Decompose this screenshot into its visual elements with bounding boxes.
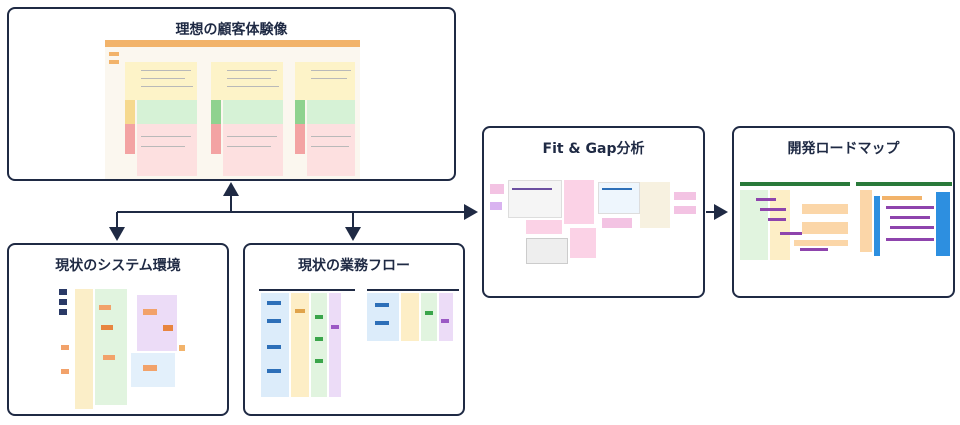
fit-gap-thumbnail [490, 180, 700, 270]
ideal-cx-title: 理想の顧客体験像 [175, 22, 288, 38]
ideal-cx-card[interactable]: 理想の顧客体験像 [7, 7, 456, 181]
ideal-cx-thumbnail [105, 40, 360, 179]
roadmap-thumbnail [740, 182, 952, 260]
current-system-card[interactable]: 現状のシステム環境 [7, 243, 229, 416]
fit-gap-card[interactable]: Fit & Gap分析 [482, 126, 705, 298]
roadmap-card[interactable]: 開発ロードマップ [732, 126, 955, 298]
current-flow-title: 現状の業務フロー [298, 258, 410, 274]
fit-gap-title: Fit & Gap分析 [542, 141, 645, 157]
roadmap-title: 開発ロードマップ [787, 141, 900, 157]
current-system-thumbnail [53, 285, 185, 413]
current-flow-thumbnail [259, 289, 459, 397]
current-system-title: 現状のシステム環境 [55, 258, 181, 274]
current-flow-card[interactable]: 現状の業務フロー [243, 243, 465, 416]
